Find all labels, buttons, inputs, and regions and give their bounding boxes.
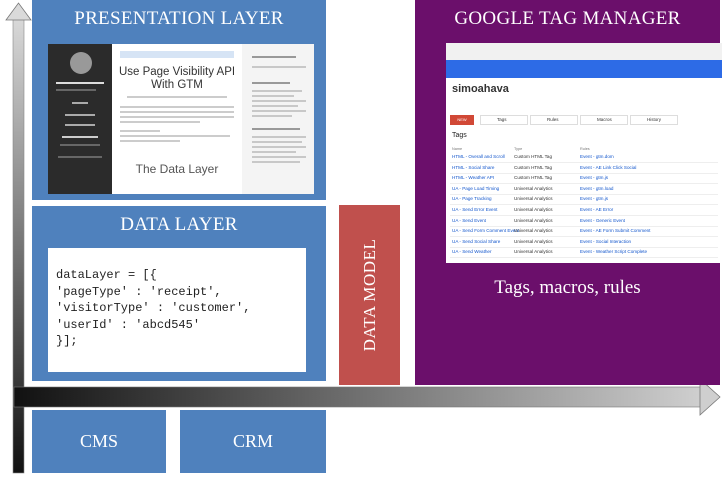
horizontal-axis-arrow	[13, 378, 721, 416]
gtm-row-divider	[450, 236, 718, 238]
code-line: dataLayer = [{	[56, 268, 157, 282]
gtm-table-cell: Universal Analytics	[514, 185, 553, 191]
blog-main: Use Page Visibility API With GTM The Dat…	[112, 44, 242, 194]
cms-box: CMS	[32, 410, 166, 473]
gtm-row-divider	[450, 183, 718, 185]
gtm-table-cell: Event - AE Link Click Social	[580, 164, 637, 170]
gtm-table-cell: Custom HTML Tag	[514, 175, 553, 181]
gtm-top-bar	[446, 43, 722, 60]
gtm-table-cell: UA - Send Social Share	[452, 238, 501, 244]
gtm-table-cell: Custom HTML Tag	[514, 164, 553, 170]
gtm-table-cell: Universal Analytics	[514, 238, 553, 244]
gtm-table-cell: UA - Send Event	[452, 217, 486, 223]
crm-box: CRM	[180, 410, 326, 473]
gtm-col-type: Type	[514, 147, 523, 151]
vertical-axis-arrow	[5, 2, 32, 474]
gtm-table-cell: Event - Weather Script Complete	[580, 249, 648, 255]
gtm-row-divider	[450, 215, 718, 216]
data-layer-code: dataLayer = [{ 'pageType' : 'receipt', '…	[48, 248, 306, 372]
gtm-table-cell: Universal Analytics	[514, 196, 553, 202]
gtm-table-cell: HTML - Social Share	[452, 164, 495, 170]
gtm-table-cell: UA - Page Tracking	[452, 196, 492, 202]
gtm-screenshot: simoahava NEW Tags Rules Macros History …	[446, 43, 722, 263]
gtm-table-cell: UA - Page Load Timing	[452, 185, 500, 191]
gtm-table-cell: UA - Send Form Comment Event	[452, 228, 520, 234]
data-model-label: DATA MODEL	[359, 238, 379, 352]
blog-screenshot: Use Page Visibility API With GTM The Dat…	[48, 44, 314, 194]
gtm-table-cell: Universal Analytics	[514, 249, 553, 255]
avatar	[70, 52, 92, 74]
gtm-tab-macros: Macros	[580, 115, 628, 125]
gtm-row-divider	[450, 193, 718, 195]
gtm-row-divider	[450, 172, 718, 174]
gtm-blue-bar	[446, 60, 722, 78]
gtm-table-cell: HTML - Overall and Scroll	[452, 154, 505, 159]
gtm-tags-heading: Tags	[452, 132, 467, 139]
gtm-tab-tags: Tags	[480, 115, 528, 125]
gtm-caption: Tags, macros, rules	[494, 277, 641, 298]
gtm-tab-rules: Rules	[530, 115, 578, 125]
gtm-table-cell: Universal Analytics	[514, 207, 553, 212]
gtm-table-cell: Event - gtm.js	[580, 196, 609, 202]
gtm-account-name: simoahava	[452, 83, 509, 95]
gtm-tab-history: History	[630, 115, 678, 125]
presentation-layer-box: PRESENTATION LAYER Use Page Visibility A…	[32, 0, 326, 200]
gtm-table-cell: HTML - Weather API	[452, 175, 495, 181]
blog-post-title: Use Page Visibility API With GTM	[118, 66, 236, 91]
gtm-row-divider	[450, 225, 718, 227]
gtm-row-divider	[450, 162, 718, 163]
gtm-col-rules: Rules	[580, 147, 590, 151]
gtm-table-cell: UA - Send Weather	[452, 249, 492, 255]
gtm-row-divider	[450, 204, 718, 206]
gtm-new-button: NEW	[450, 115, 474, 125]
blog-right-column	[246, 44, 314, 194]
gtm-table-cell: Event - Generic Event	[580, 217, 625, 223]
gtm-table-cell: Custom HTML Tag	[514, 154, 553, 159]
gtm-table-cell: Event - Social Interaction	[580, 238, 632, 244]
gtm-table-cell: Universal Analytics	[514, 217, 553, 223]
data-model-box: DATA MODEL	[339, 205, 400, 385]
gtm-table-cell: Event - AE Form Submit Comment	[580, 228, 651, 234]
gtm-row-divider	[450, 246, 718, 248]
gtm-table-cell: Event - gtm.js	[580, 175, 609, 181]
gtm-table-cell: Event - AE Error	[580, 207, 614, 212]
gtm-box: GOOGLE TAG MANAGER simoahava NEW Tags Ru…	[415, 0, 722, 385]
code-line: 'visitorType' : 'customer',	[56, 301, 251, 315]
gtm-col-name: Name	[452, 147, 463, 151]
presentation-layer-title: PRESENTATION LAYER	[74, 8, 284, 29]
blog-sidebar	[48, 44, 112, 194]
code-line: 'pageType' : 'receipt',	[56, 284, 222, 299]
gtm-title: GOOGLE TAG MANAGER	[454, 8, 681, 29]
gtm-row-divider	[450, 257, 718, 259]
gtm-table-cell: Event - gtm.dom	[580, 154, 614, 159]
cms-label: CMS	[79, 431, 119, 451]
gtm-table-cell: Event - gtm.load	[580, 185, 614, 191]
gtm-table-cell: Universal Analytics	[514, 228, 553, 234]
blog-notice-bar	[120, 51, 234, 58]
code-line: 'userId' : 'abcd545'	[56, 317, 201, 332]
crm-label: CRM	[232, 431, 274, 451]
gtm-table-cell: UA - Send Error Event	[452, 207, 498, 212]
blog-section-title: The Data Layer	[135, 162, 219, 176]
data-layer-box: DATA LAYER dataLayer = [{ 'pageType' : '…	[32, 206, 326, 381]
data-layer-title: DATA LAYER	[120, 214, 238, 235]
code-line: }];	[56, 334, 78, 348]
